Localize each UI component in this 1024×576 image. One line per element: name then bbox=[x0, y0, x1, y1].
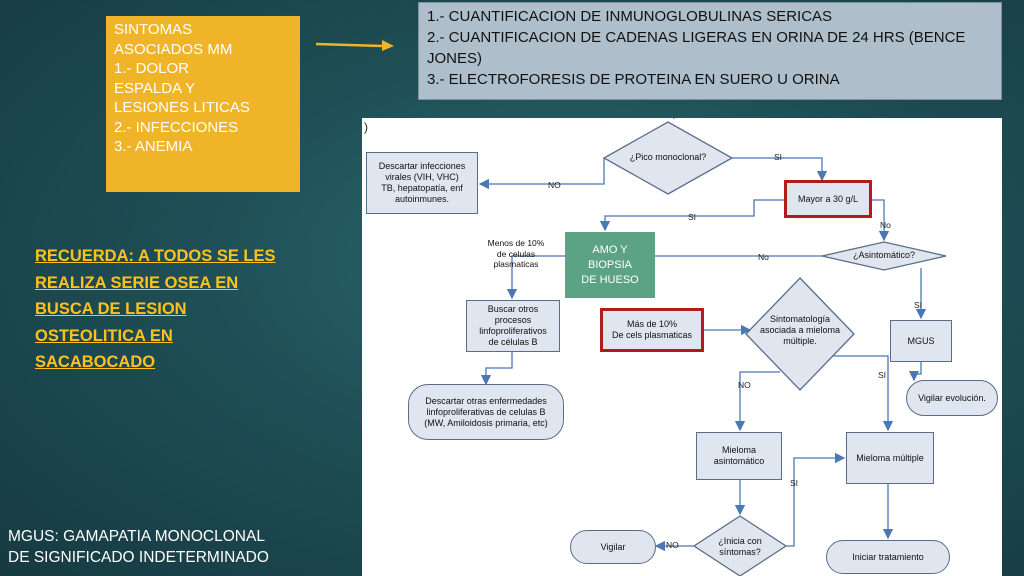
buscar-otros-box: Buscar otros procesos linfoproliferativo… bbox=[466, 300, 560, 352]
tests-line: 1.- CUANTIFICACION DE INMUNOGLOBULINAS S… bbox=[427, 8, 833, 25]
mgus-definition: MGUS: GAMAPATIA MONOCLONAL DE SIGNIFICAD… bbox=[8, 526, 348, 568]
reminder-line: SACABOCADO bbox=[35, 353, 156, 371]
amo-biopsia-box: AMO Y BIOPSIA DE HUESO bbox=[565, 232, 655, 298]
mieloma-multiple-box: Mieloma múltiple bbox=[846, 432, 934, 484]
mayor-30-box: Mayor a 30 g/L bbox=[784, 180, 872, 218]
edge-label-si: SI bbox=[914, 300, 923, 310]
menos-10-text: Menos de 10% de celulas plasmaticas bbox=[487, 238, 545, 269]
pico-monoclonal-decision: ¿Pico monoclonal? bbox=[629, 152, 707, 162]
mgus-box: MGUS bbox=[890, 320, 952, 362]
mas-10-box: Más de 10% De cels plasmaticas bbox=[600, 308, 704, 352]
reminder-line: OSTEOLITICA EN bbox=[35, 326, 173, 345]
reminder-line: REALIZA SERIE OSEA EN bbox=[35, 273, 239, 292]
flowchart-connectors bbox=[478, 118, 947, 576]
iniciar-tratamiento-box: Iniciar tratamiento bbox=[826, 540, 950, 574]
edge-label-no: NO bbox=[548, 180, 561, 190]
symptoms-line: 3.- ANEMIA bbox=[114, 138, 193, 155]
symptoms-line: ESPALDA Y bbox=[114, 79, 196, 97]
reminder-line: BUSCA DE LESION bbox=[35, 300, 187, 318]
edge-label-si: SI bbox=[878, 370, 887, 380]
edge-label-no: No bbox=[758, 252, 769, 262]
start-mark: ) bbox=[364, 120, 368, 134]
symptoms-line: SINTOMAS bbox=[114, 21, 193, 38]
asintomatico-decision: ¿Asintomático? bbox=[852, 250, 916, 260]
edge-label-si: SI bbox=[790, 478, 799, 488]
symptoms-line: LESIONES LITICAS bbox=[114, 99, 250, 116]
edge-label-no: NO bbox=[666, 540, 679, 550]
mgus-definition-line: MGUS: GAMAPATIA MONOCLONAL bbox=[8, 528, 265, 545]
tests-box: 1.- CUANTIFICACION DE INMUNOGLOBULINAS S… bbox=[418, 2, 1002, 100]
symptoms-line: 2.- INFECCIONES bbox=[114, 118, 239, 136]
symptoms-line: 1.- DOLOR bbox=[114, 60, 190, 77]
edge-label-si: SI bbox=[774, 152, 783, 162]
mieloma-asintomatico-box: Mieloma asintomático bbox=[696, 432, 782, 480]
tests-line: 2.- CUANTIFICACION DE CADENAS LIGERAS EN… bbox=[427, 29, 966, 67]
tests-line: 3.- ELECTROFORESIS DE PROTEINA EN SUERO … bbox=[427, 71, 840, 88]
vigilar-evolucion-box: Vigilar evolución. bbox=[906, 380, 998, 416]
descartar-infecciones-box: Descartar infecciones virales (VIH, VHC)… bbox=[366, 152, 478, 214]
inicia-sintomas-decision: ¿Inicia con síntomas? bbox=[718, 536, 762, 557]
edge-label-no: NO bbox=[738, 380, 751, 390]
edge-label-si: SI bbox=[688, 212, 697, 222]
sintomatologia-decision: Sintomatología asociada a mieloma múltip… bbox=[759, 314, 841, 346]
reminder-text: RECUERDA: A TODOS SE LES REALIZA SERIE O… bbox=[35, 243, 335, 376]
yellow-arrow bbox=[315, 40, 394, 51]
mgus-definition-line: DE SIGNIFICADO INDETERMINADO bbox=[8, 549, 269, 566]
symptoms-box: SINTOMAS ASOCIADOS MM 1.- DOLOR ESPALDA … bbox=[106, 16, 300, 192]
flowchart-panel: ) ¿Pico monoclonal? Descartar infeccione… bbox=[362, 118, 1002, 576]
descartar-otras-box: Descartar otras enfermedades linfoprolif… bbox=[408, 384, 564, 440]
reminder-line: RECUERDA: A TODOS SE LES bbox=[35, 247, 276, 265]
vigilar-box: Vigilar bbox=[570, 530, 656, 564]
edge-label-no: No bbox=[880, 220, 891, 230]
symptoms-line: ASOCIADOS MM bbox=[114, 40, 233, 58]
